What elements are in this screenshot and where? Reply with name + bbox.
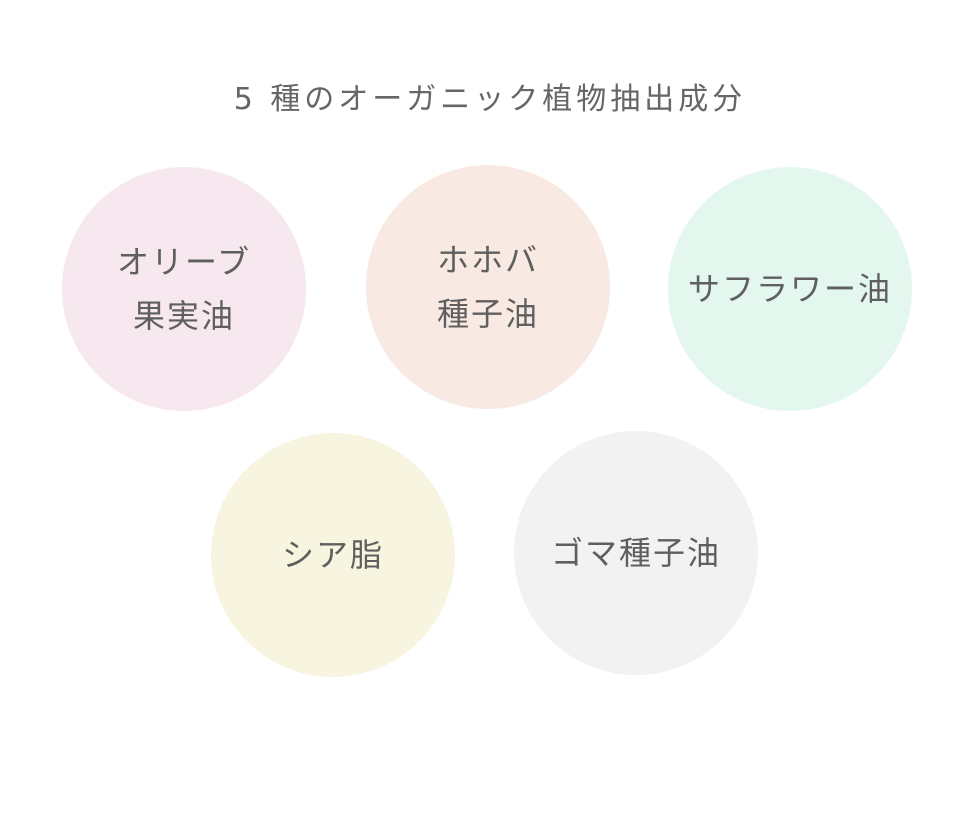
sesame-oil-label: ゴマ種子油 bbox=[550, 534, 721, 572]
shea-butter-label: シア脂 bbox=[281, 536, 384, 574]
safflower-oil-label: サフラワー油 bbox=[687, 270, 892, 308]
jojoba-oil-label: ホホバ 種子油 bbox=[436, 241, 539, 333]
page-title: 5 種のオーガニック植物抽出成分 bbox=[233, 82, 747, 117]
sesame-oil-circle: ゴマ種子油 bbox=[514, 431, 758, 675]
safflower-oil-circle: サフラワー油 bbox=[668, 167, 912, 411]
shea-butter-circle: シア脂 bbox=[211, 433, 455, 677]
olive-oil-label: オリーブ 果実油 bbox=[116, 243, 252, 335]
olive-oil-circle: オリーブ 果実油 bbox=[62, 167, 306, 411]
jojoba-oil-circle: ホホバ 種子油 bbox=[366, 165, 610, 409]
